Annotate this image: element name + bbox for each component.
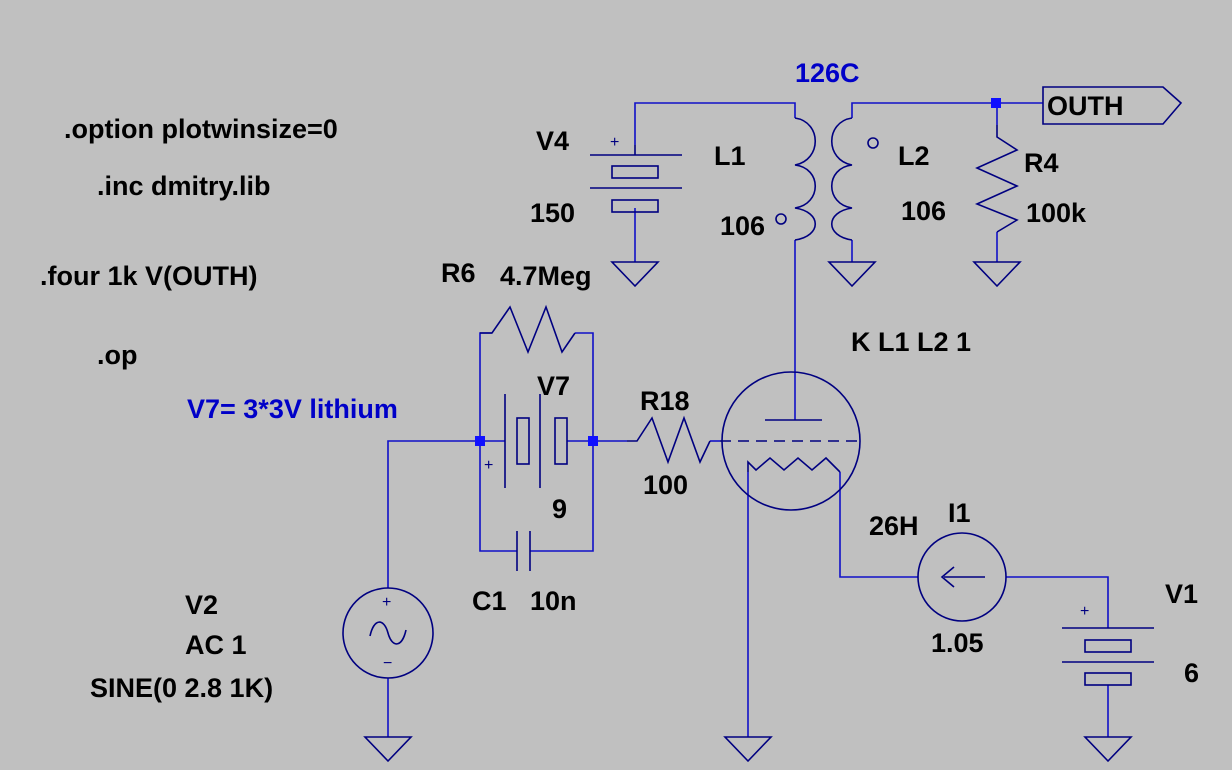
r18-resistor[interactable] xyxy=(627,415,711,465)
r6-value[interactable]: 4.7Meg xyxy=(500,261,592,291)
l1-inductor[interactable] xyxy=(775,117,817,241)
svg-text:+: + xyxy=(1080,603,1089,620)
r18-value[interactable]: 100 xyxy=(643,470,688,500)
v7-value[interactable]: 9 xyxy=(552,494,567,524)
outh-net-label: OUTH xyxy=(1047,91,1124,121)
v2-name[interactable]: V2 xyxy=(185,590,218,620)
comment-v7[interactable]: V7= 3*3V lithium xyxy=(187,394,398,424)
l2-inductor[interactable] xyxy=(830,117,879,241)
directive-four[interactable]: .four 1k V(OUTH) xyxy=(40,261,258,291)
svg-text:−: − xyxy=(383,655,392,672)
directive-option[interactable]: .option plotwinsize=0 xyxy=(64,114,338,144)
r4-resistor[interactable] xyxy=(974,125,1019,233)
outh-net-flag[interactable] xyxy=(1042,86,1183,125)
v4-battery[interactable]: + xyxy=(590,134,682,213)
v1-name[interactable]: V1 xyxy=(1165,579,1198,609)
r6-name[interactable]: R6 xyxy=(441,258,476,288)
c1-capacitor[interactable] xyxy=(516,531,531,571)
v2-ac[interactable]: AC 1 xyxy=(185,630,247,660)
directive-op[interactable]: .op xyxy=(97,340,138,370)
v4-value[interactable]: 150 xyxy=(530,198,575,228)
tube-model-label[interactable]: 126C xyxy=(795,58,860,88)
l2-name[interactable]: L2 xyxy=(898,141,930,171)
svg-text:+: + xyxy=(484,457,493,474)
v2-sine-source[interactable]: + − xyxy=(342,587,434,679)
svg-text:+: + xyxy=(610,134,619,151)
i1-current-source[interactable] xyxy=(917,532,1007,622)
i1-value[interactable]: 1.05 xyxy=(931,628,984,658)
v1-value[interactable]: 6 xyxy=(1184,658,1199,688)
v1-battery[interactable]: + xyxy=(1062,603,1154,686)
l2-value[interactable]: 106 xyxy=(901,196,946,226)
junction-node-outh xyxy=(991,98,1001,108)
c1-name[interactable]: C1 xyxy=(472,586,507,616)
tube-heater-label[interactable]: 26H xyxy=(869,511,919,541)
r4-name[interactable]: R4 xyxy=(1024,148,1059,178)
r4-value[interactable]: 100k xyxy=(1026,198,1087,228)
v2-sine[interactable]: SINE(0 2.8 1K) xyxy=(90,673,273,703)
l1-name[interactable]: L1 xyxy=(714,141,746,171)
junction-node-left xyxy=(475,436,485,446)
r18-name[interactable]: R18 xyxy=(640,386,690,416)
wires xyxy=(387,102,1109,737)
directive-inc[interactable]: .inc dmitry.lib xyxy=(97,171,271,201)
svg-text:+: + xyxy=(382,594,391,611)
i1-name[interactable]: I1 xyxy=(948,498,971,528)
c1-value[interactable]: 10n xyxy=(530,586,577,616)
junction-node-right xyxy=(588,436,598,446)
triode-tube[interactable] xyxy=(720,371,861,511)
v4-name[interactable]: V4 xyxy=(536,126,569,156)
ground-symbols xyxy=(363,261,1133,763)
r6-resistor[interactable] xyxy=(480,304,576,355)
l1-value[interactable]: 106 xyxy=(720,211,765,241)
v7-battery[interactable]: + xyxy=(484,394,568,488)
v7-name[interactable]: V7 xyxy=(537,371,570,401)
directive-coupling[interactable]: K L1 L2 1 xyxy=(851,327,971,357)
